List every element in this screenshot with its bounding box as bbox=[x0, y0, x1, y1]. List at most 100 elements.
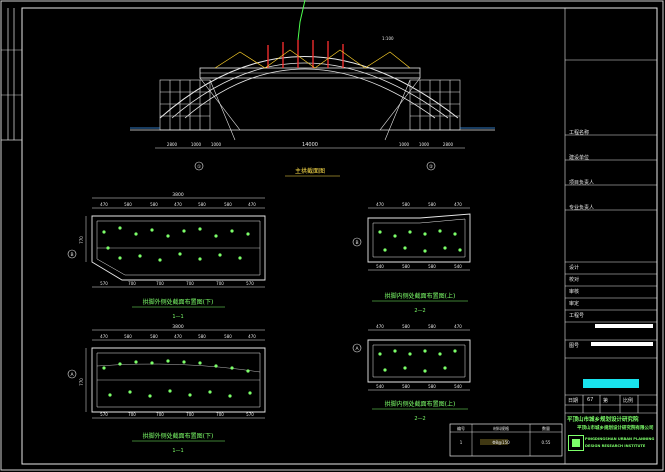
tb-check: 校对 bbox=[569, 277, 580, 283]
tb-company-en-1: PINGDINGSHAN URBAN PLANNING bbox=[585, 437, 655, 441]
svg-text:700: 700 bbox=[186, 281, 194, 286]
tb-lead: 项目负责人 bbox=[569, 180, 595, 186]
svg-text:1000: 1000 bbox=[211, 142, 222, 147]
svg-text:580: 580 bbox=[402, 384, 410, 389]
svg-text:B: B bbox=[355, 240, 358, 246]
title-block: 工程名称 建设单位 项目负责人 专业负责人 设计 校对 审核 审定 工程号 图号… bbox=[565, 8, 657, 464]
svg-text:470: 470 bbox=[454, 324, 462, 329]
svg-text:700: 700 bbox=[128, 281, 136, 286]
tb-review: 审核 bbox=[569, 289, 580, 295]
tb-date: 日期 bbox=[568, 398, 579, 404]
svg-text:580: 580 bbox=[402, 264, 410, 269]
tb-sheet-no: 67 bbox=[587, 397, 594, 403]
svg-text:470: 470 bbox=[100, 334, 108, 339]
svg-text:580: 580 bbox=[150, 334, 158, 339]
section-caption: 拱脚内侧处截面布置图(上) bbox=[385, 292, 456, 300]
svg-text:540: 540 bbox=[454, 384, 462, 389]
svg-text:580: 580 bbox=[198, 202, 206, 207]
svg-text:470: 470 bbox=[100, 202, 108, 207]
section-2-2-top: 470 580 580 470 B 540 580 580 540 拱脚内侧处截… bbox=[352, 202, 471, 314]
svg-text:580: 580 bbox=[402, 324, 410, 329]
svg-text:570: 570 bbox=[246, 412, 254, 417]
svg-text:580: 580 bbox=[428, 384, 436, 389]
svg-text:580: 580 bbox=[428, 264, 436, 269]
tb-white-field-1 bbox=[595, 324, 653, 328]
tb-institute-title: 平顶山市城乡规划设计研究院 bbox=[567, 417, 639, 423]
tb-client: 建设单位 bbox=[569, 155, 590, 161]
svg-text:580: 580 bbox=[428, 324, 436, 329]
arch-caption: 主拱截面图 bbox=[295, 167, 325, 175]
svg-text:580: 580 bbox=[224, 334, 232, 339]
tb-white-field-2 bbox=[591, 342, 653, 346]
svg-text:3800: 3800 bbox=[172, 324, 184, 330]
svg-text:700: 700 bbox=[128, 412, 136, 417]
tb-institute-sub: 平顶山市城乡规划设计研究院有限公司 bbox=[577, 426, 654, 431]
svg-text:1:100: 1:100 bbox=[382, 36, 394, 41]
section-caption: 拱脚外侧处截面布置图(下) bbox=[143, 298, 214, 306]
svg-text:700: 700 bbox=[186, 412, 194, 417]
dim-span: 14000 bbox=[302, 142, 318, 148]
svg-text:1000: 1000 bbox=[191, 142, 202, 147]
tb-company-en-2: DESIGN RESEARCH INSTITUTE bbox=[585, 444, 646, 448]
svg-text:A: A bbox=[70, 372, 74, 378]
svg-text:B: B bbox=[70, 252, 73, 258]
section-1-1-bottom: 3800 470 580 580 470 580 580 470 770 A 5… bbox=[67, 324, 266, 454]
svg-text:②: ② bbox=[429, 164, 433, 170]
svg-text:470: 470 bbox=[376, 202, 384, 207]
section-1-1-top: 3800 470 580 580 470 580 580 470 770 B 5… bbox=[67, 192, 266, 320]
svg-text:580: 580 bbox=[224, 202, 232, 207]
svg-text:2—2: 2—2 bbox=[414, 416, 425, 422]
svg-text:700: 700 bbox=[156, 412, 164, 417]
svg-text:1000: 1000 bbox=[419, 142, 430, 147]
svg-text:570: 570 bbox=[246, 281, 254, 286]
svg-text:2—2: 2—2 bbox=[414, 308, 425, 314]
svg-text:数量: 数量 bbox=[542, 425, 550, 431]
svg-text:470: 470 bbox=[376, 324, 384, 329]
tb-design: 设计 bbox=[569, 265, 580, 271]
svg-text:700: 700 bbox=[216, 281, 224, 286]
svg-text:580: 580 bbox=[402, 202, 410, 207]
svg-text:470: 470 bbox=[174, 334, 182, 339]
svg-text:470: 470 bbox=[454, 202, 462, 207]
institute-logo-icon bbox=[568, 435, 584, 451]
svg-text:1: 1 bbox=[460, 440, 463, 445]
tb-project-name: 工程名称 bbox=[569, 130, 590, 136]
svg-text:770: 770 bbox=[79, 378, 84, 386]
tb-scale: 比例 bbox=[623, 398, 634, 404]
tb-drawing-no: 图号 bbox=[569, 343, 580, 349]
svg-text:580: 580 bbox=[428, 202, 436, 207]
svg-text:540: 540 bbox=[376, 384, 384, 389]
svg-text:570: 570 bbox=[100, 281, 108, 286]
tb-approve: 审定 bbox=[569, 301, 580, 307]
tb-job-no: 工程号 bbox=[569, 313, 585, 319]
inner-frame bbox=[21, 7, 658, 465]
svg-text:1000: 1000 bbox=[399, 142, 410, 147]
svg-text:470: 470 bbox=[248, 202, 256, 207]
svg-text:580: 580 bbox=[124, 334, 132, 339]
svg-text:470: 470 bbox=[248, 334, 256, 339]
svg-text:1—1: 1—1 bbox=[172, 314, 183, 320]
svg-text:Φ8@150: Φ8@150 bbox=[492, 440, 510, 445]
svg-text:540: 540 bbox=[454, 264, 462, 269]
svg-text:2800: 2800 bbox=[167, 142, 178, 147]
material-table: 编号 材料规格 数量 1 Φ8@150 0.55 bbox=[449, 423, 563, 457]
svg-text:0.55: 0.55 bbox=[542, 440, 551, 445]
svg-text:①: ① bbox=[197, 164, 201, 170]
svg-text:700: 700 bbox=[216, 412, 224, 417]
tb-cyan-stamp bbox=[583, 379, 639, 388]
svg-text:540: 540 bbox=[376, 264, 384, 269]
svg-text:770: 770 bbox=[79, 236, 84, 244]
svg-text:2800: 2800 bbox=[443, 142, 454, 147]
svg-text:1—1: 1—1 bbox=[172, 448, 183, 454]
svg-text:470: 470 bbox=[174, 202, 182, 207]
arch-elevation: 14000 2800 1000 1000 2800 1000 1000 ① ② … bbox=[130, 0, 495, 177]
svg-text:700: 700 bbox=[156, 281, 164, 286]
svg-text:A: A bbox=[355, 346, 359, 352]
section-caption: 拱脚内侧处截面布置图(上) bbox=[385, 400, 456, 408]
svg-text:材料规格: 材料规格 bbox=[493, 425, 509, 431]
title-block-grid bbox=[564, 8, 657, 464]
section-caption: 拱脚外侧处截面布置图(下) bbox=[143, 432, 214, 440]
tb-discipline: 专业负责人 bbox=[569, 205, 595, 211]
svg-text:580: 580 bbox=[198, 334, 206, 339]
